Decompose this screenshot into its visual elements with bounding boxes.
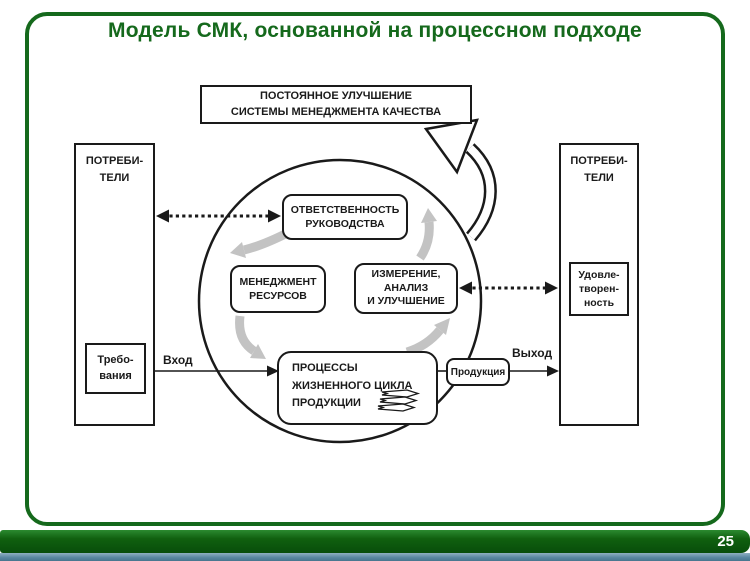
cycle-arrow-measurement-to-responsibility [416,208,437,261]
measurement-line2: АНАЛИЗ [383,281,429,294]
bottom-strip [0,553,750,561]
consumers-right-line1: ПОТРЕБИ- [570,155,628,167]
measurement-box: ИЗМЕРЕНИЕ, АНАЛИЗ И УЛУЧШЕНИЕ [354,263,458,314]
requirements-line2: вания [99,369,132,382]
feedback-arrow-right [459,281,558,295]
product-box: Продукция [446,358,510,386]
requirements-line1: Требо- [97,354,134,367]
lifecycle-line3: ПРОДУКЦИИ [292,397,361,410]
page-number: 25 [717,533,734,550]
satisfaction-line2: творен- [579,282,619,295]
footer-bar: 25 [0,530,750,553]
resource-management-box: МЕНЕДЖМЕНТ РЕСУРСОВ [230,265,326,313]
measurement-line3: И УЛУЧШЕНИЕ [367,295,445,308]
satisfaction-line1: Удовле- [578,268,620,281]
resources-line2: РЕСУРСОВ [249,290,307,302]
input-label: Вход [163,353,193,367]
resources-line1: МЕНЕДЖМЕНТ [239,275,317,288]
consumers-left-line1: ПОТРЕБИ- [85,155,144,167]
measurement-line1: ИЗМЕРЕНИЕ, [371,268,441,281]
lifecycle-processes-box: ПРОЦЕССЫ ЖИЗНЕННОГО ЦИКЛА ПРОДУКЦИИ [277,351,438,425]
satisfaction-box: Удовле- творен- ность [569,262,629,316]
qms-cycle-circle [197,158,483,444]
cycle-arrow-resources-to-processes [235,315,266,359]
input-arrow [145,365,279,377]
improvement-line1: ПОСТОЯННОЕ УЛУЧШЕНИЕ [259,89,413,102]
management-responsibility-box: ОТВЕТСТВЕННОСТЬ РУКОВОДСТВА [282,194,408,240]
improvement-box: ПОСТОЯННОЕ УЛУЧШЕНИЕ СИСТЕМЫ МЕНЕДЖМЕНТА… [200,85,472,124]
satisfaction-line3: ность [583,297,615,310]
output-arrow [510,365,559,377]
lifecycle-line2: ЖИЗНЕННОГО ЦИКЛА [292,379,413,392]
slide-title: Модель СМК, основанной на процессном под… [108,19,642,42]
output-label: Выход [512,346,553,360]
cycle-arrow-processes-to-measurement [405,318,450,357]
feedback-arrow-left [156,209,281,223]
requirements-box: Требо- вания [85,343,146,394]
consumers-right-line2: ТЕЛИ [584,172,614,185]
responsibility-line1: ОТВЕТСТВЕННОСТЬ [290,203,400,216]
product-label: Продукция [450,366,506,378]
improvement-line2: СИСТЕМЫ МЕНЕДЖМЕНТА КАЧЕСТВА [230,105,442,118]
consumers-left-line2: ТЕЛИ [99,172,130,185]
improvement-swoosh-arrow [423,118,497,242]
flow-arrows-icon [377,389,421,412]
lifecycle-line1: ПРОЦЕССЫ [292,362,358,374]
responsibility-line2: РУКОВОДСТВА [305,218,385,230]
